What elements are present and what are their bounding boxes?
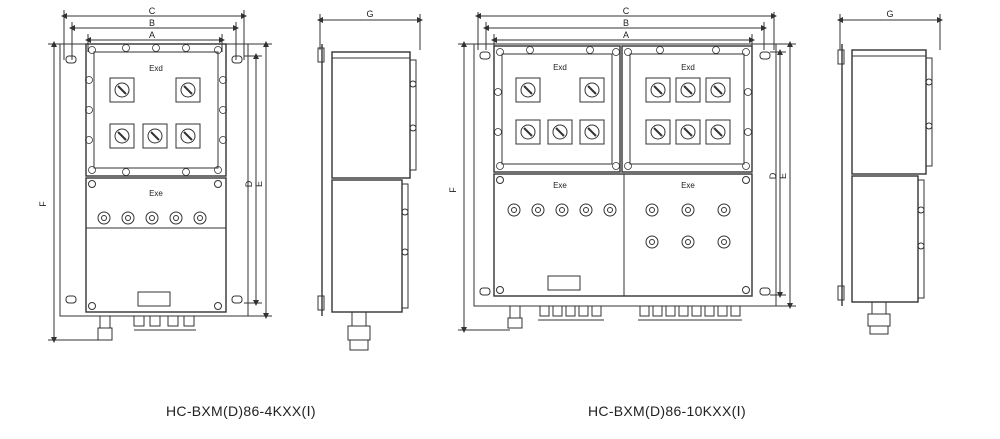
dim-label-d-10k: D [768, 172, 778, 179]
exe-label-left-10k: Exe [553, 181, 567, 190]
side-view-10k: G [837, 9, 943, 335]
indicator-lamps-4k [97, 211, 207, 225]
side-body-upper-4k [331, 51, 411, 179]
dim-label-a-10k: A [623, 30, 629, 40]
exd-enclosure-right-10k [621, 45, 753, 173]
side-body-upper-10k [851, 49, 927, 175]
exd-bolts-4k [85, 44, 227, 176]
switches-right-10k [645, 77, 731, 145]
exd-label-right-10k: Exd [681, 63, 695, 72]
dim-label-c-4k: C [149, 6, 156, 16]
side-body-lower-4k [331, 179, 403, 313]
caption-4k: HC-BXM(D)86-4KXX(Ⅰ) [166, 403, 316, 419]
dimension-e-4k [248, 41, 272, 319]
indicator-lamps-right-10k [645, 203, 731, 249]
exe-label-right-10k: Exe [681, 181, 695, 190]
dimension-e-10k [776, 41, 796, 309]
exd-label-left-10k: Exd [553, 63, 567, 72]
dimension-f-4k [48, 41, 100, 343]
dimension-g-4k [317, 14, 423, 50]
dim-label-c-10k: C [623, 6, 630, 16]
dimension-d-10k [770, 49, 786, 298]
dim-label-b-4k: B [149, 18, 155, 28]
dim-label-e-4k: E [254, 181, 264, 187]
cable-glands-10k [507, 305, 742, 329]
exe-enclosure-10k [493, 173, 753, 297]
switches-left-10k [515, 77, 605, 145]
mounting-plate-10k [473, 43, 777, 307]
rotary-switches-4k [109, 77, 201, 149]
exe-enclosure-4k [85, 177, 227, 313]
nameplate-4k [137, 291, 171, 307]
exd-enclosure-left-10k [493, 45, 621, 173]
side-view-4k: G [317, 9, 423, 351]
exe-label-4k: Exe [149, 189, 163, 198]
dim-label-d-4k: D [244, 180, 254, 187]
front-view-10k: C B A Exd Exd [448, 6, 796, 333]
exd-label-4k: Exd [149, 64, 163, 73]
dim-label-f-10k: F [448, 187, 458, 193]
dim-label-g-4k: G [366, 9, 373, 19]
dimension-d-4k [244, 53, 262, 306]
dimension-g-10k [837, 14, 943, 50]
dimension-b-10k [483, 22, 767, 50]
dim-label-e-10k: E [778, 173, 788, 179]
exd-bolts-10k [494, 46, 752, 170]
dimension-f-10k [458, 41, 510, 333]
dimension-c-4k [61, 10, 247, 60]
dimension-b-4k [69, 22, 239, 60]
front-view-4k: C B A Exd Exe [38, 6, 272, 343]
dimension-a-4k [85, 34, 225, 52]
side-body-lower-10k [851, 175, 919, 303]
exd-enclosure-4k [85, 43, 227, 177]
dim-label-a-4k: A [149, 30, 155, 40]
caption-10k: HC-BXM(D)86-10KXX(Ⅰ) [588, 403, 746, 419]
cable-glands-4k [97, 315, 196, 341]
dim-label-f-4k: F [38, 201, 48, 207]
dim-label-g-10k: G [886, 9, 893, 19]
dim-label-b-10k: B [623, 18, 629, 28]
indicator-lamps-left-10k [507, 203, 617, 217]
nameplate-10k [547, 275, 581, 291]
mounting-plate-4k [59, 43, 249, 317]
